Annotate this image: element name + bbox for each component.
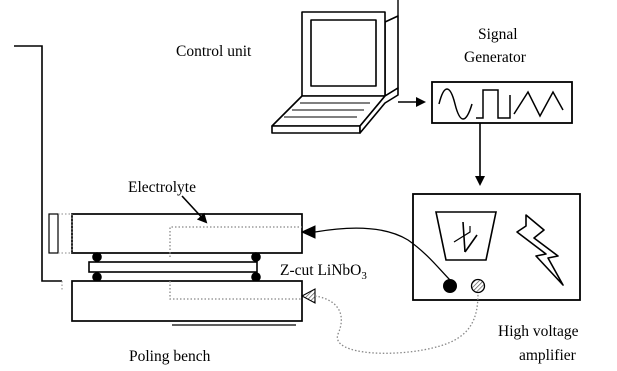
- analog-meter-icon: [435, 211, 497, 261]
- label-crystal-main: Z-cut LiNbO: [280, 262, 361, 279]
- label-signal-line1: Signal: [478, 26, 518, 43]
- amplifier-box: [412, 193, 581, 301]
- bench-frame-line: [14, 45, 62, 282]
- terminal-positive: [443, 279, 457, 293]
- ground-wire: [314, 292, 479, 354]
- o-ring-top-right: [251, 252, 261, 262]
- electrolyte-pointer-arrow: [181, 195, 208, 224]
- positive-wire: [314, 227, 451, 281]
- terminal-ground: [470, 278, 486, 294]
- label-crystal-subscript: 3: [361, 270, 367, 282]
- label-electrolyte: Electrolyte: [128, 179, 196, 196]
- square-wave-icon: [476, 89, 511, 119]
- lower-electrolyte-region: [169, 281, 302, 300]
- triangle-wave-icon: [513, 90, 564, 118]
- upper-electrode-contact: [300, 225, 316, 239]
- label-poling-bench: Poling bench: [129, 348, 211, 365]
- lightning-bolt-icon: [516, 214, 564, 286]
- label-hv-line2: amplifier: [519, 347, 577, 364]
- sine-wave-icon: [438, 88, 473, 120]
- label-control-unit: Control unit: [176, 43, 252, 60]
- upper-end-cap: [48, 213, 59, 254]
- o-ring-top-left: [92, 252, 102, 262]
- signal-generator-box: [431, 81, 573, 124]
- laptop-icon: [271, 11, 399, 134]
- label-crystal: Z-cut LiNbO3: [280, 262, 367, 282]
- lower-electrode-contact: [300, 288, 316, 304]
- crystal-plate: [88, 261, 258, 273]
- label-hv-line1: High voltage: [498, 323, 579, 340]
- label-signal-line2: Generator: [464, 49, 527, 66]
- upper-electrolyte-chamber: [71, 213, 303, 254]
- o-ring-bottom-right: [251, 272, 261, 282]
- o-ring-bottom-left: [92, 272, 102, 282]
- lower-electrolyte-chamber: [71, 280, 303, 322]
